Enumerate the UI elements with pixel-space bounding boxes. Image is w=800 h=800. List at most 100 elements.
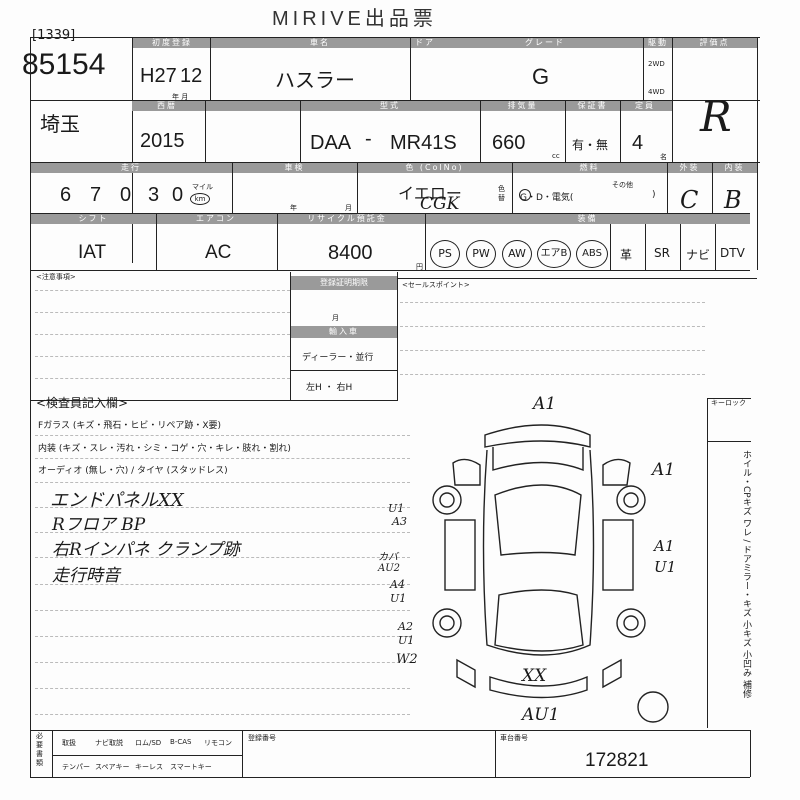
mileage-unit-mile: マイル [192,183,213,191]
hdr-doors: ドア [415,38,435,47]
hdr-displacement: 排気量 [507,101,538,110]
footer-temper: テンパー [62,763,90,771]
fuel-close: ) [652,190,656,200]
drive-2wd: 2WD [648,60,665,68]
deadline-month: 月 [332,314,339,322]
year-month-label: 年 月 [172,93,189,101]
mark-left-a4: A4 [390,578,405,591]
mark-front: A1 [533,394,557,414]
grade: G [532,64,550,89]
hdr-grade: グレード [525,38,565,47]
hdr-interior: 内装 [724,163,745,172]
hand-note-1: エンドパネルXX [50,490,184,511]
mileage-digit-2: 7 [90,184,102,206]
aircon: AC [205,242,232,263]
mark-left-a2: A2 [398,620,413,633]
fuel-selected-circle [519,189,531,201]
evaluation-score: R [700,92,732,141]
hdr-fuel: 燃料 [579,163,600,172]
mark-left-w2: W2 [396,652,418,667]
equip-leather: 革 [620,248,633,262]
equip-sr: SR [654,246,670,260]
displacement: 660 [492,132,526,154]
mark-left-au2: カバ AU2 [378,552,401,574]
model-year: 2015 [140,130,185,152]
exterior-grade: C [680,186,699,214]
color-code: CGK [420,194,460,214]
mark-right-front: A1 [652,460,676,480]
footer-remote: リモコン [204,739,232,747]
hdr-registration-deadline: 登録証明期限 [320,278,368,287]
mark-rear-xx: XX [522,666,547,686]
footer-keyless: キーレス [135,763,163,771]
entry-number: 85154 [22,48,106,81]
sales-points-label: <セールスポイント> [402,281,470,289]
mark-rear: AU1 [522,705,560,725]
equip-ps: PS [430,240,460,268]
hdr-exterior: 外装 [679,163,700,172]
mark-right-mid: A1 [654,537,675,555]
recycle-unit: 円 [416,263,423,271]
mark-left-u1-b: U1 [390,592,407,605]
hdr-color: 色 (ColNo) [405,163,464,172]
footer-bcas: B-CAS [170,738,192,746]
stock-number: 172821 [585,750,649,771]
footer-manual: 取扱 [62,739,76,747]
notes-label: <注意事項> [36,273,76,281]
equip-aw: AW [502,240,532,268]
hdr-mileage: 走行 [121,163,141,172]
hdr-aircon: エアコン [196,214,236,223]
displacement-unit: cc [552,152,560,160]
hdr-capacity: 定員 [635,101,655,110]
interior-grade: B [724,186,742,214]
hdr-first-reg: 初度登録 [152,38,192,47]
side-note: ホイル・CPキズ ワレ / ドアミラー・キズ 小キズ 小凹み 補修 [741,450,751,698]
equip-airbag: エアB [537,240,571,268]
footer-spare-key: スペアキー [95,763,130,771]
mark-left-a3: A3 [392,515,407,528]
inspection-month: 月 [345,204,352,212]
hdr-drive: 駆動 [648,38,668,47]
hdr-recycle: リサイクル預託金 [307,214,387,223]
inspector-audio: オーディオ (無し・穴) / タイヤ (スタッドレス) [38,466,228,476]
mileage-digit-3: 0 [120,184,132,206]
mileage-digit-5: 0 [172,184,184,206]
color-name: イエロー [398,184,462,203]
type-prefix: DAA [310,132,352,154]
reg-no-label: 登録番号 [248,734,276,742]
hand-note-2: Rフロア BP [52,515,146,535]
footer-rom-sd: ロム/SD [135,739,162,747]
type-dash: - [365,128,372,150]
hdr-evaluation: 評価点 [699,38,730,47]
hand-note-3: 右Rインパネ クランプ跡 [52,540,240,560]
hdr-model-year: 西暦 [157,101,177,110]
lot-number: [1339] [32,28,76,43]
equip-dtv: DTV [720,246,745,260]
steering-side: 左H ・ 右H [306,383,353,393]
inspector-interior: 内装 (キズ・スレ・汚れ・シミ・コゲ・穴・キレ・肢れ・割れ) [38,444,291,454]
footer-navi-manual: ナビ取説 [95,739,123,747]
mileage-unit-km: km [190,193,210,205]
car-damage-diagram [432,424,669,723]
hdr-warranty: 保証書 [577,101,608,110]
equip-pw: PW [466,240,496,268]
mileage-digit-4: 3 [148,184,160,206]
equip-abs: ABS [576,240,608,268]
mark-left-u1-c: U1 [398,634,415,647]
drive-4wd: 4WD [648,88,665,96]
mark-left-u1: U1 [388,502,405,515]
hdr-shift: シフト [78,214,109,223]
car-name: ハスラー [275,68,355,92]
mileage-digit-1: 6 [60,184,72,206]
capacity: 4 [632,132,644,154]
color-change: 色替 [498,185,505,202]
footer-smart-key: スマートキー [170,763,212,771]
fuel-other: その他 [612,181,633,189]
hdr-import: 輸入車 [329,327,359,336]
dealer-parallel: ディーラー・並行 [302,353,374,363]
stock-no-label: 車台番号 [500,734,528,742]
first-reg-year: H27 [140,65,177,87]
hdr-type: 型式 [380,101,400,110]
hdr-inspection: 車検 [284,163,305,172]
fuel-type: G・D・電気( [520,193,574,203]
